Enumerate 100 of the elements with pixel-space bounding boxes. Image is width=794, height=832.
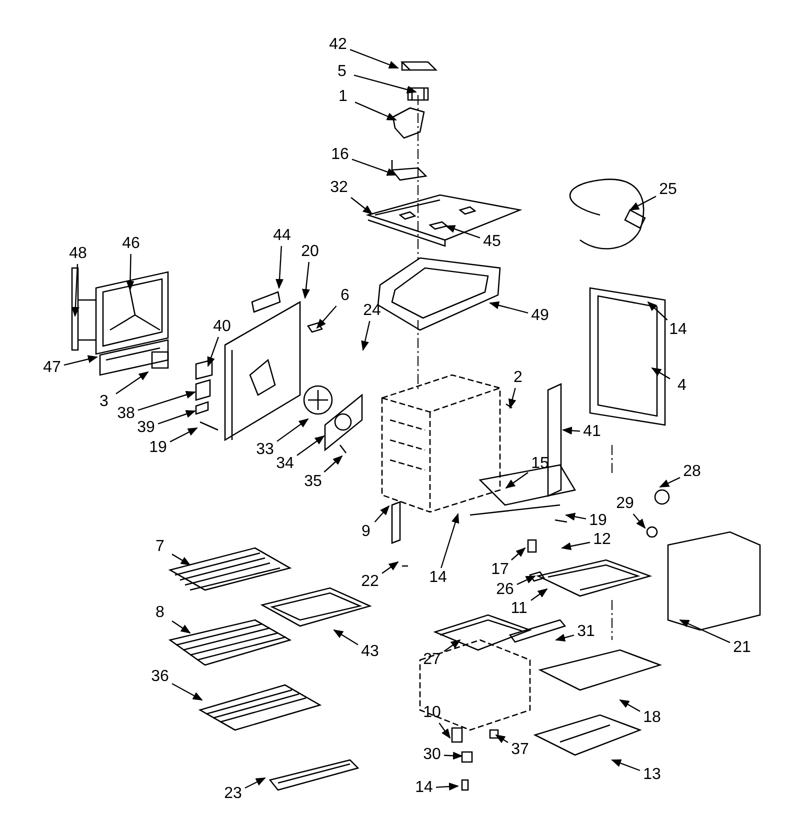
- leader-line: [350, 197, 373, 215]
- callout-number: 14: [412, 780, 436, 796]
- leader-line: [516, 575, 536, 585]
- callout-number: 28: [680, 464, 704, 480]
- leader-line: [350, 49, 399, 69]
- leader-line: [172, 683, 203, 701]
- callout-number: 1: [331, 89, 355, 105]
- callout-number: 29: [613, 496, 637, 512]
- leader-line: [172, 554, 191, 566]
- leader-line: [565, 512, 586, 521]
- callout-number: 10: [420, 705, 444, 721]
- callout-number: 23: [221, 786, 245, 802]
- leader-line: [207, 336, 219, 367]
- callout-number: 8: [148, 605, 172, 621]
- callout-number: 9: [354, 524, 378, 540]
- callout-number: 33: [253, 442, 277, 458]
- leader-line: [511, 547, 526, 560]
- callout-number: 22: [358, 574, 382, 590]
- callout-number: 38: [114, 406, 138, 422]
- leader-line: [316, 306, 337, 329]
- leader-line: [302, 262, 310, 299]
- callout-number: 12: [590, 532, 614, 548]
- leader-line: [445, 225, 480, 238]
- callout-number: 39: [134, 420, 158, 436]
- callout-number: 30: [420, 747, 444, 763]
- callout-number: 19: [586, 513, 610, 529]
- leader-line: [679, 619, 730, 644]
- leader-line: [530, 588, 548, 601]
- callout-number: 14: [426, 570, 450, 586]
- leader-line: [126, 254, 134, 291]
- leader-line: [333, 629, 358, 646]
- callout-number: 7: [148, 539, 172, 555]
- leader-line: [436, 782, 459, 791]
- callout-number: 20: [298, 244, 322, 260]
- leader-line: [444, 639, 461, 652]
- callout-number: 11: [507, 601, 531, 617]
- leader-line: [244, 777, 266, 789]
- leader-line: [647, 301, 668, 320]
- leader-line: [116, 371, 149, 394]
- callout-number: 47: [40, 360, 64, 376]
- callout-number: 2: [506, 370, 530, 386]
- callout-number: 31: [574, 624, 598, 640]
- callout-number: 19: [146, 440, 170, 456]
- leader-line: [495, 734, 508, 744]
- callout-number: 44: [270, 228, 294, 244]
- callout-number: 3: [92, 394, 116, 410]
- leader-line: [361, 320, 370, 351]
- leader-line: [651, 367, 670, 380]
- callout-number: 26: [493, 582, 517, 598]
- callout-number: 46: [119, 236, 143, 252]
- leader-line: [71, 264, 80, 317]
- callout-number: 37: [508, 742, 532, 758]
- leader-line: [374, 505, 390, 522]
- callout-number: 18: [640, 710, 664, 726]
- callout-number: 21: [730, 640, 754, 656]
- callout-number: 5: [330, 64, 354, 80]
- callout-number: 42: [326, 37, 350, 53]
- callout-number: 24: [360, 303, 384, 319]
- leader-line: [444, 752, 463, 760]
- leader-line: [440, 513, 460, 568]
- leader-line: [619, 699, 640, 712]
- leader-line: [555, 634, 574, 642]
- callout-number: 25: [656, 182, 680, 198]
- leader-line: [508, 388, 516, 409]
- leader-line: [629, 196, 656, 211]
- leader-line: [158, 410, 196, 424]
- leader-line: [276, 246, 284, 289]
- callout-number: 35: [301, 474, 325, 490]
- leader-line: [438, 722, 451, 739]
- leader-line: [276, 418, 309, 442]
- callout-number: 43: [358, 644, 382, 660]
- leader-line: [170, 427, 198, 442]
- leader-line: [561, 542, 590, 550]
- leader-line: [382, 561, 399, 574]
- leader-line: [611, 759, 640, 772]
- leader-line: [138, 390, 196, 411]
- leader-line: [632, 514, 646, 529]
- callout-number: 36: [148, 669, 172, 685]
- callout-number: 16: [328, 147, 352, 163]
- callout-number: 49: [528, 308, 552, 324]
- leader-line: [505, 472, 528, 489]
- callout-number: 34: [273, 456, 297, 472]
- leader-line: [172, 620, 191, 634]
- leader-line: [296, 435, 325, 456]
- callout-number: 13: [640, 767, 664, 783]
- callout-number: 6: [333, 288, 357, 304]
- callout-number: 4: [670, 378, 694, 394]
- leader-line: [659, 477, 680, 488]
- leader-line: [324, 455, 343, 472]
- callout-number: 32: [327, 180, 351, 196]
- callout-number: 48: [66, 246, 90, 262]
- leader-line: [354, 74, 417, 94]
- callout-number: 40: [210, 319, 234, 335]
- leader-line: [64, 355, 98, 366]
- leader-line: [562, 426, 580, 435]
- leader-line: [354, 102, 397, 121]
- callout-number: 17: [488, 562, 512, 578]
- callout-number: 45: [480, 234, 504, 250]
- leader-line: [352, 158, 397, 176]
- callout-number: 41: [580, 424, 604, 440]
